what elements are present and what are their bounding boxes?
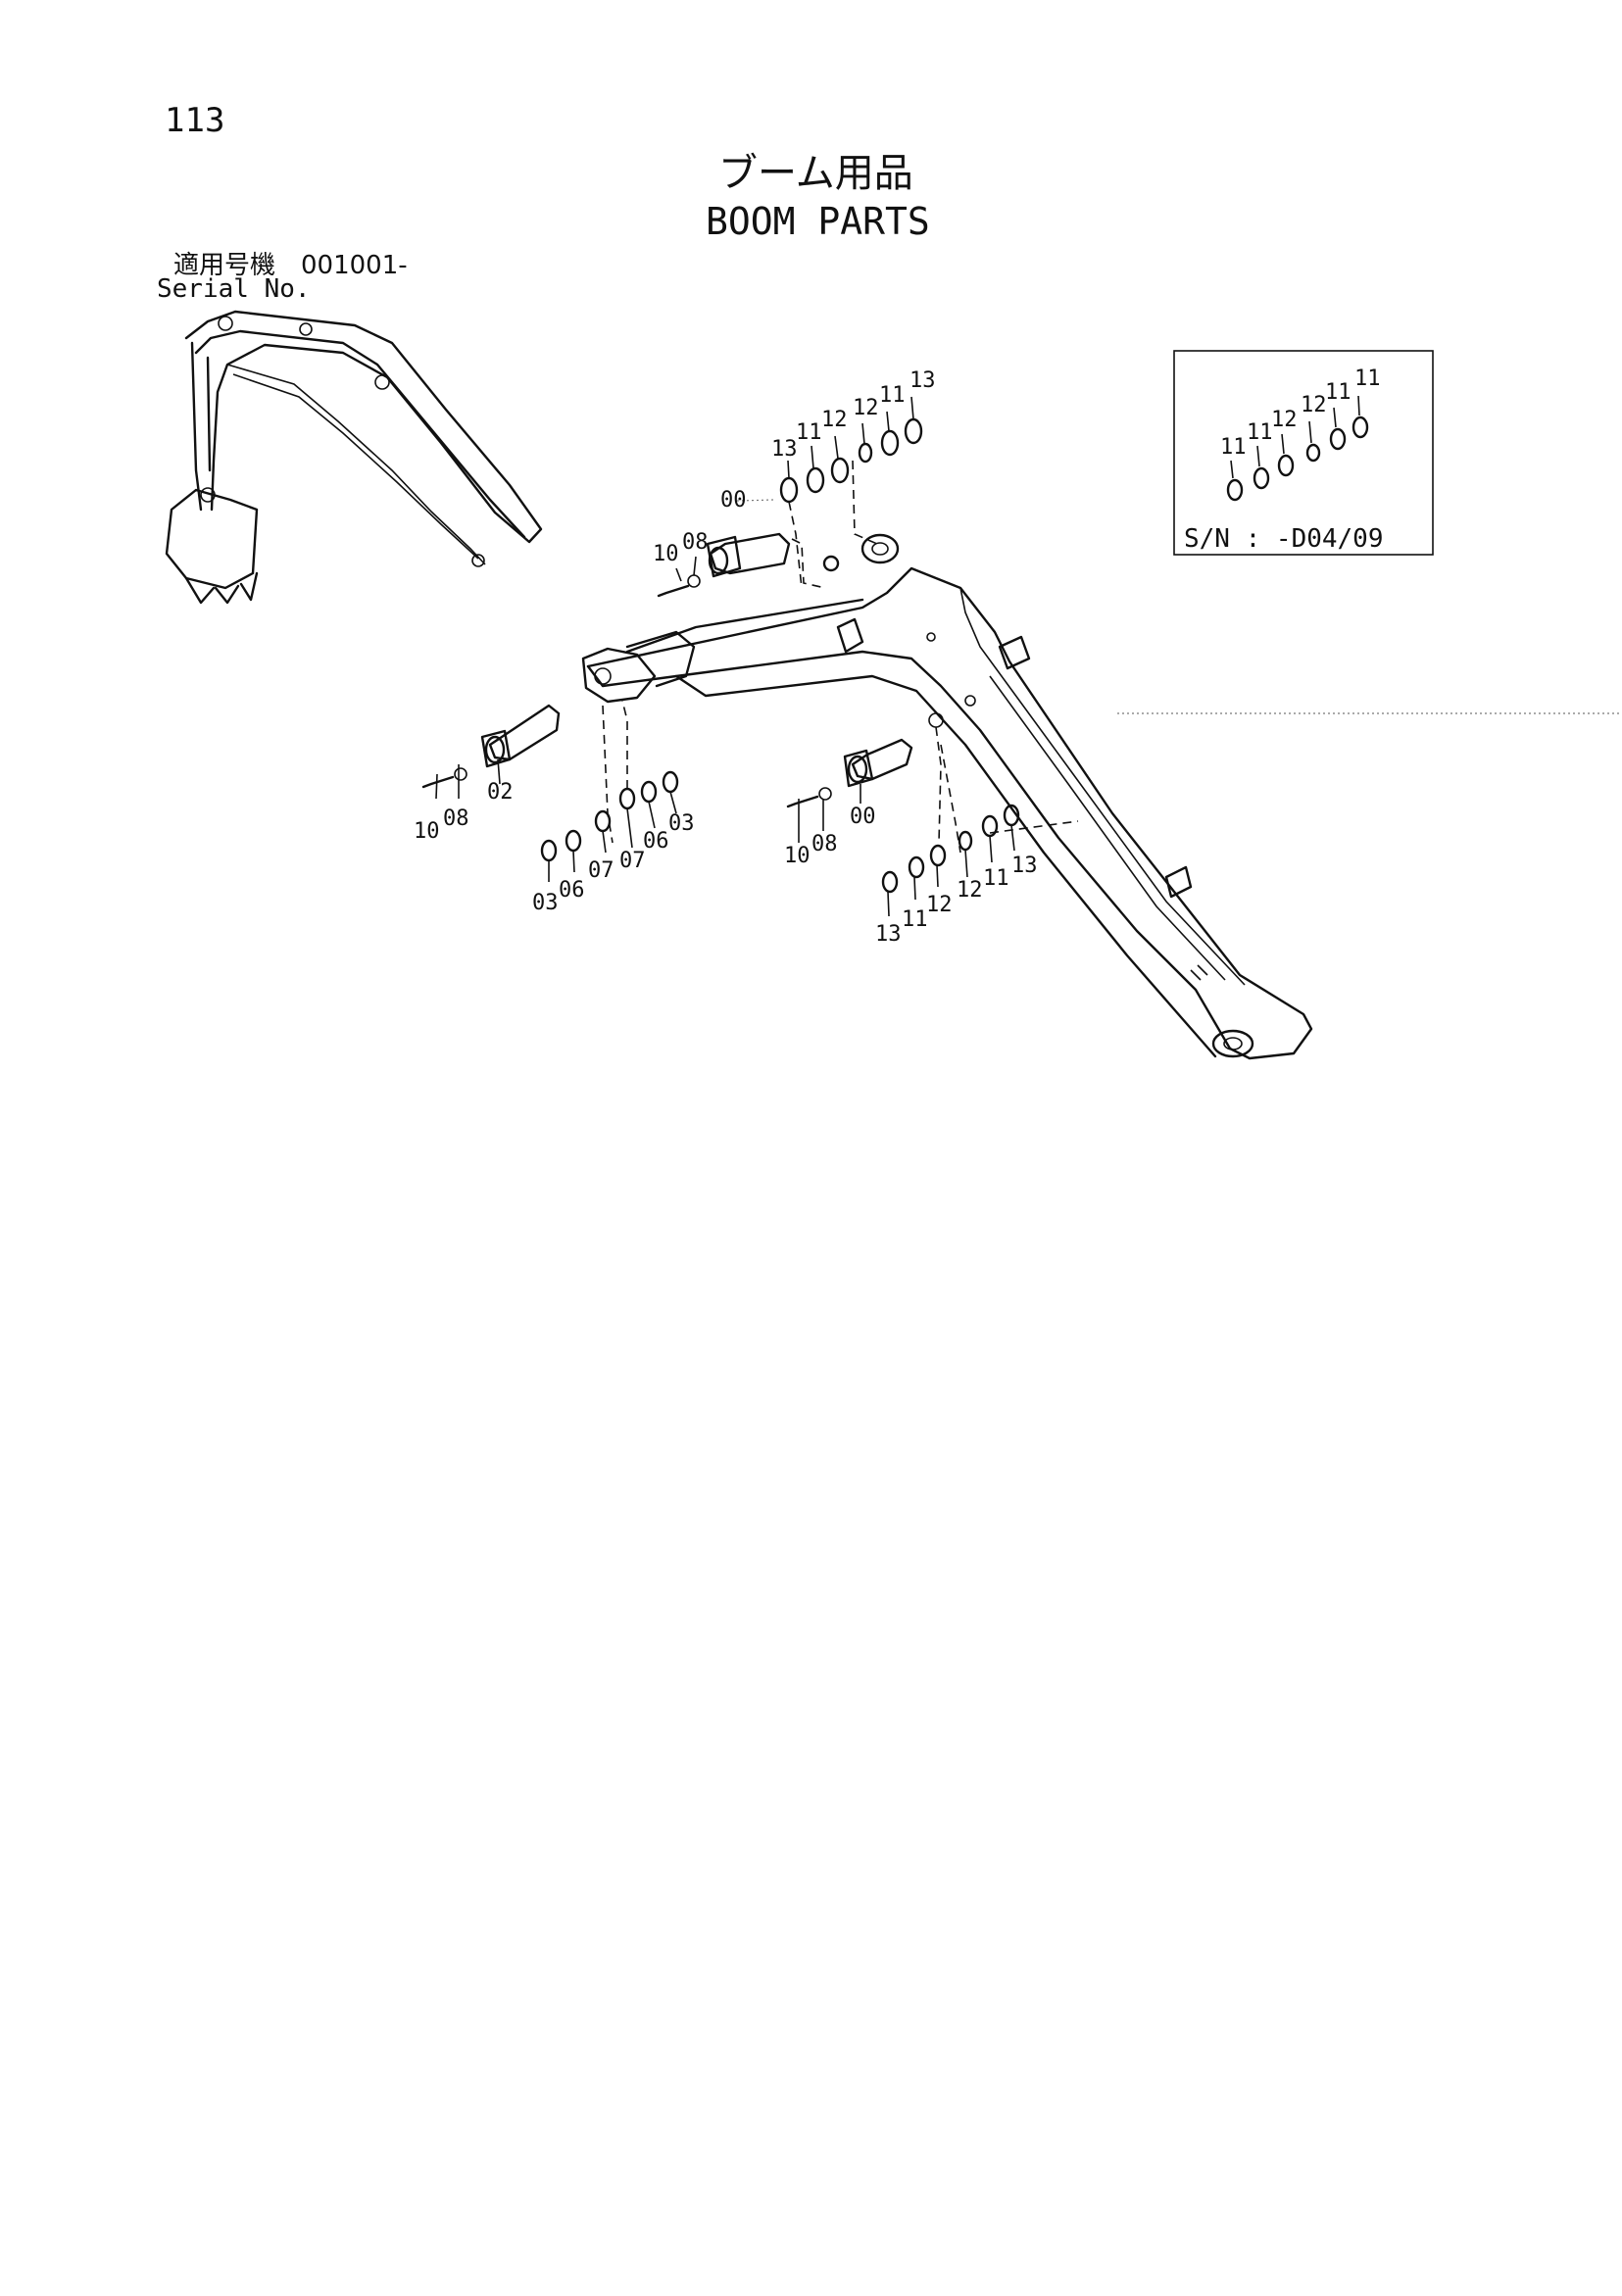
callout-label: 11 bbox=[1247, 420, 1273, 445]
page-title: BOOM PARTS bbox=[706, 200, 930, 243]
callout-label: 11 bbox=[1220, 435, 1247, 460]
callout-label: 10 bbox=[784, 844, 811, 868]
pin-left bbox=[421, 704, 561, 789]
boom-drawing bbox=[581, 533, 1313, 1060]
page-number: 113 bbox=[165, 101, 225, 140]
callout-label: 08 bbox=[811, 832, 838, 856]
callout-label: 12 bbox=[821, 408, 848, 432]
callout-label: 12 bbox=[926, 893, 953, 917]
callouts-top-stack: 13 11 12 12 11 13 bbox=[771, 368, 936, 462]
callout-label: 13 bbox=[771, 437, 798, 462]
callout-label: 10 bbox=[414, 819, 440, 844]
callout-label: 13 bbox=[1011, 854, 1038, 878]
inset-serial-label: S/N : -D04/09 bbox=[1184, 524, 1384, 554]
callouts-left-pin: 10 08 02 bbox=[414, 780, 514, 844]
serial-range: 適用号機 001001- bbox=[173, 251, 408, 280]
machine-overview-drawing bbox=[165, 310, 543, 605]
callout-label: 13 bbox=[909, 368, 936, 393]
callout-label: 03 bbox=[532, 891, 559, 915]
callout-label: 02 bbox=[487, 780, 514, 805]
serial-label: Serial No. bbox=[157, 274, 311, 304]
callouts-left-stack: 03 06 07 07 06 03 bbox=[532, 811, 695, 915]
callout-label: 07 bbox=[619, 849, 646, 873]
callouts-middle-pin: 10 08 00 bbox=[784, 805, 876, 868]
callout-label: 12 bbox=[1271, 408, 1298, 432]
callout-label: 11 bbox=[879, 383, 906, 408]
callouts-top-pin: 00 10 08 bbox=[653, 488, 747, 566]
callout-label: 07 bbox=[588, 858, 614, 883]
callouts-inset: 11 11 12 12 11 11 bbox=[1220, 366, 1381, 460]
callout-label: 12 bbox=[1301, 393, 1327, 417]
callout-label: 08 bbox=[682, 530, 709, 555]
callout-leaders bbox=[435, 396, 1015, 917]
assembly-lines bbox=[602, 460, 1622, 854]
callout-label: 12 bbox=[853, 396, 879, 420]
pin-middle bbox=[786, 738, 913, 808]
callout-label: 00 bbox=[720, 488, 747, 513]
callout-label: 06 bbox=[643, 829, 669, 854]
callout-label: 11 bbox=[1325, 380, 1352, 405]
callout-label: 13 bbox=[875, 922, 902, 947]
callout-label: 10 bbox=[653, 542, 679, 566]
callout-label: 08 bbox=[443, 806, 469, 831]
inset-variant bbox=[1173, 350, 1434, 556]
callout-label: 11 bbox=[1354, 366, 1381, 391]
callout-label: 03 bbox=[668, 811, 695, 836]
callout-label: 06 bbox=[559, 878, 585, 903]
callout-label: 11 bbox=[983, 866, 1009, 891]
callouts-bottom-stack: 13 11 12 12 11 13 bbox=[875, 854, 1038, 947]
callout-label: 00 bbox=[850, 805, 876, 829]
callout-label: 11 bbox=[796, 420, 822, 445]
callout-label: 12 bbox=[957, 878, 983, 903]
callout-label: 11 bbox=[902, 907, 928, 932]
page-title-japanese: ブーム用品 bbox=[718, 151, 913, 196]
